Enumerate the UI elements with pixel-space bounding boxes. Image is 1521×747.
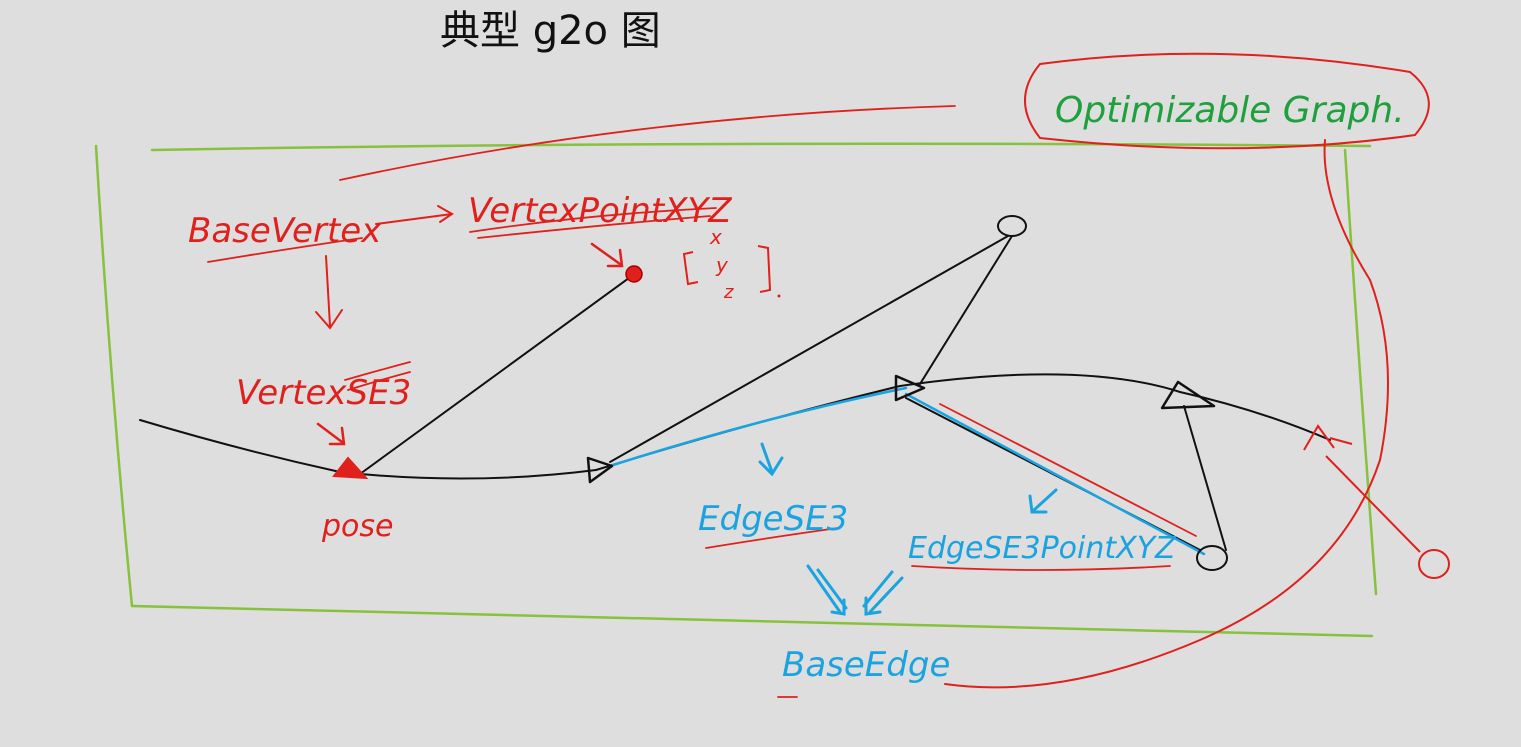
xyz-y-label: y: [715, 253, 729, 277]
xyz-x-label: x: [709, 225, 722, 249]
landmark-node-1: [625, 265, 643, 283]
vertex-se3-label: VertexSE3: [236, 373, 411, 413]
pose-nodes: [586, 374, 1216, 484]
inherit-arrow-down: [315, 255, 343, 330]
red-tick: [1329, 437, 1353, 445]
highlighted-edges: [608, 386, 1206, 556]
landmark-node-4: [1418, 549, 1450, 579]
red-pointer-arrows: [316, 242, 624, 446]
pose-node-4: [1160, 380, 1216, 410]
landmark-node-2: [997, 215, 1027, 237]
page-title: 典型 g2o 图: [440, 8, 661, 54]
red-underlines: [207, 105, 1197, 698]
landmark-node-3: [1196, 545, 1228, 571]
base-vertex-label: BaseVertex: [188, 211, 382, 251]
edge-se3-point-xyz-label: EdgeSE3PointXYZ: [908, 531, 1177, 566]
inherit-arrow-right: [375, 205, 454, 225]
edge-se3-label: EdgeSE3: [698, 499, 848, 539]
pose-node-5: [1303, 424, 1335, 451]
optimizable-graph-callout: [944, 52, 1430, 689]
pose-node-2: [586, 456, 614, 484]
blue-pointer-arrows: [758, 442, 1058, 616]
optimizable-graph-label: Optimizable Graph.: [1055, 90, 1405, 131]
pose-label: pose: [321, 509, 393, 544]
pose-node-1: [332, 456, 369, 480]
base-edge-label: BaseEdge: [782, 645, 950, 685]
graph-frame: [94, 142, 1378, 638]
pose-node-3: [894, 374, 926, 402]
vertex-point-xyz-label: VertexPointXYZ: [468, 191, 732, 231]
red-edge-to-landmark: [1325, 455, 1421, 553]
xyz-vector: x y z: [682, 225, 781, 303]
xyz-z-label: z: [723, 282, 734, 303]
